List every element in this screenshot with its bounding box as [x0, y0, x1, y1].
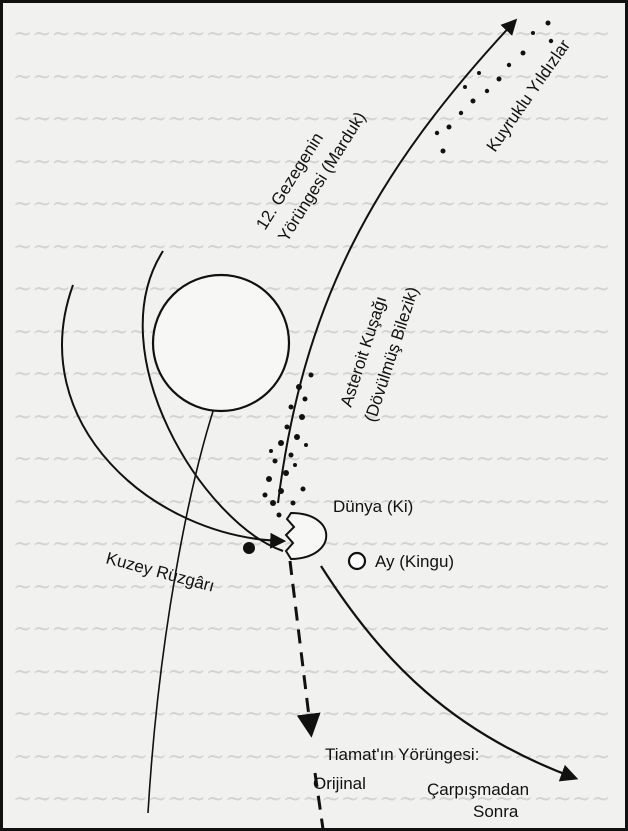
tiamat-original-orbit-tail	[313, 772, 325, 828]
outer-orbit-arc	[61, 284, 287, 549]
earth-label: Dünya (Ki)	[333, 497, 413, 516]
after-collision-label-line2: Sonra	[473, 802, 519, 821]
marduk-orbit-path	[277, 18, 518, 504]
after-collision-orbit	[320, 565, 579, 782]
moon-circle	[347, 551, 367, 571]
tiamat-orbit-label: Tiamat'ın Yörüngesi:	[325, 745, 479, 764]
comet-dots	[434, 20, 554, 154]
moon-label: Ay (Kingu)	[375, 552, 454, 571]
original-orbit-label: Orijinal	[313, 774, 366, 793]
tiamat-original-orbit	[288, 560, 321, 738]
north-wind-orbit-line	[147, 392, 220, 814]
marduk-planet-circle	[151, 273, 291, 413]
earth-shape	[284, 511, 328, 561]
orbit-diagram: 12. Gezegenin Yörüngesi (Marduk) Kuyrukl…	[61, 18, 579, 828]
north-wind-label: Kuzey Rüzgârı	[104, 549, 217, 596]
asteroid-belt-dots	[262, 372, 314, 518]
comets-label: Kuyruklu Yıldızlar	[483, 36, 574, 155]
inner-orbit-arc	[141, 250, 284, 552]
after-collision-label-line1: Çarpışmadan	[427, 780, 529, 799]
north-wind-dot	[243, 542, 255, 554]
